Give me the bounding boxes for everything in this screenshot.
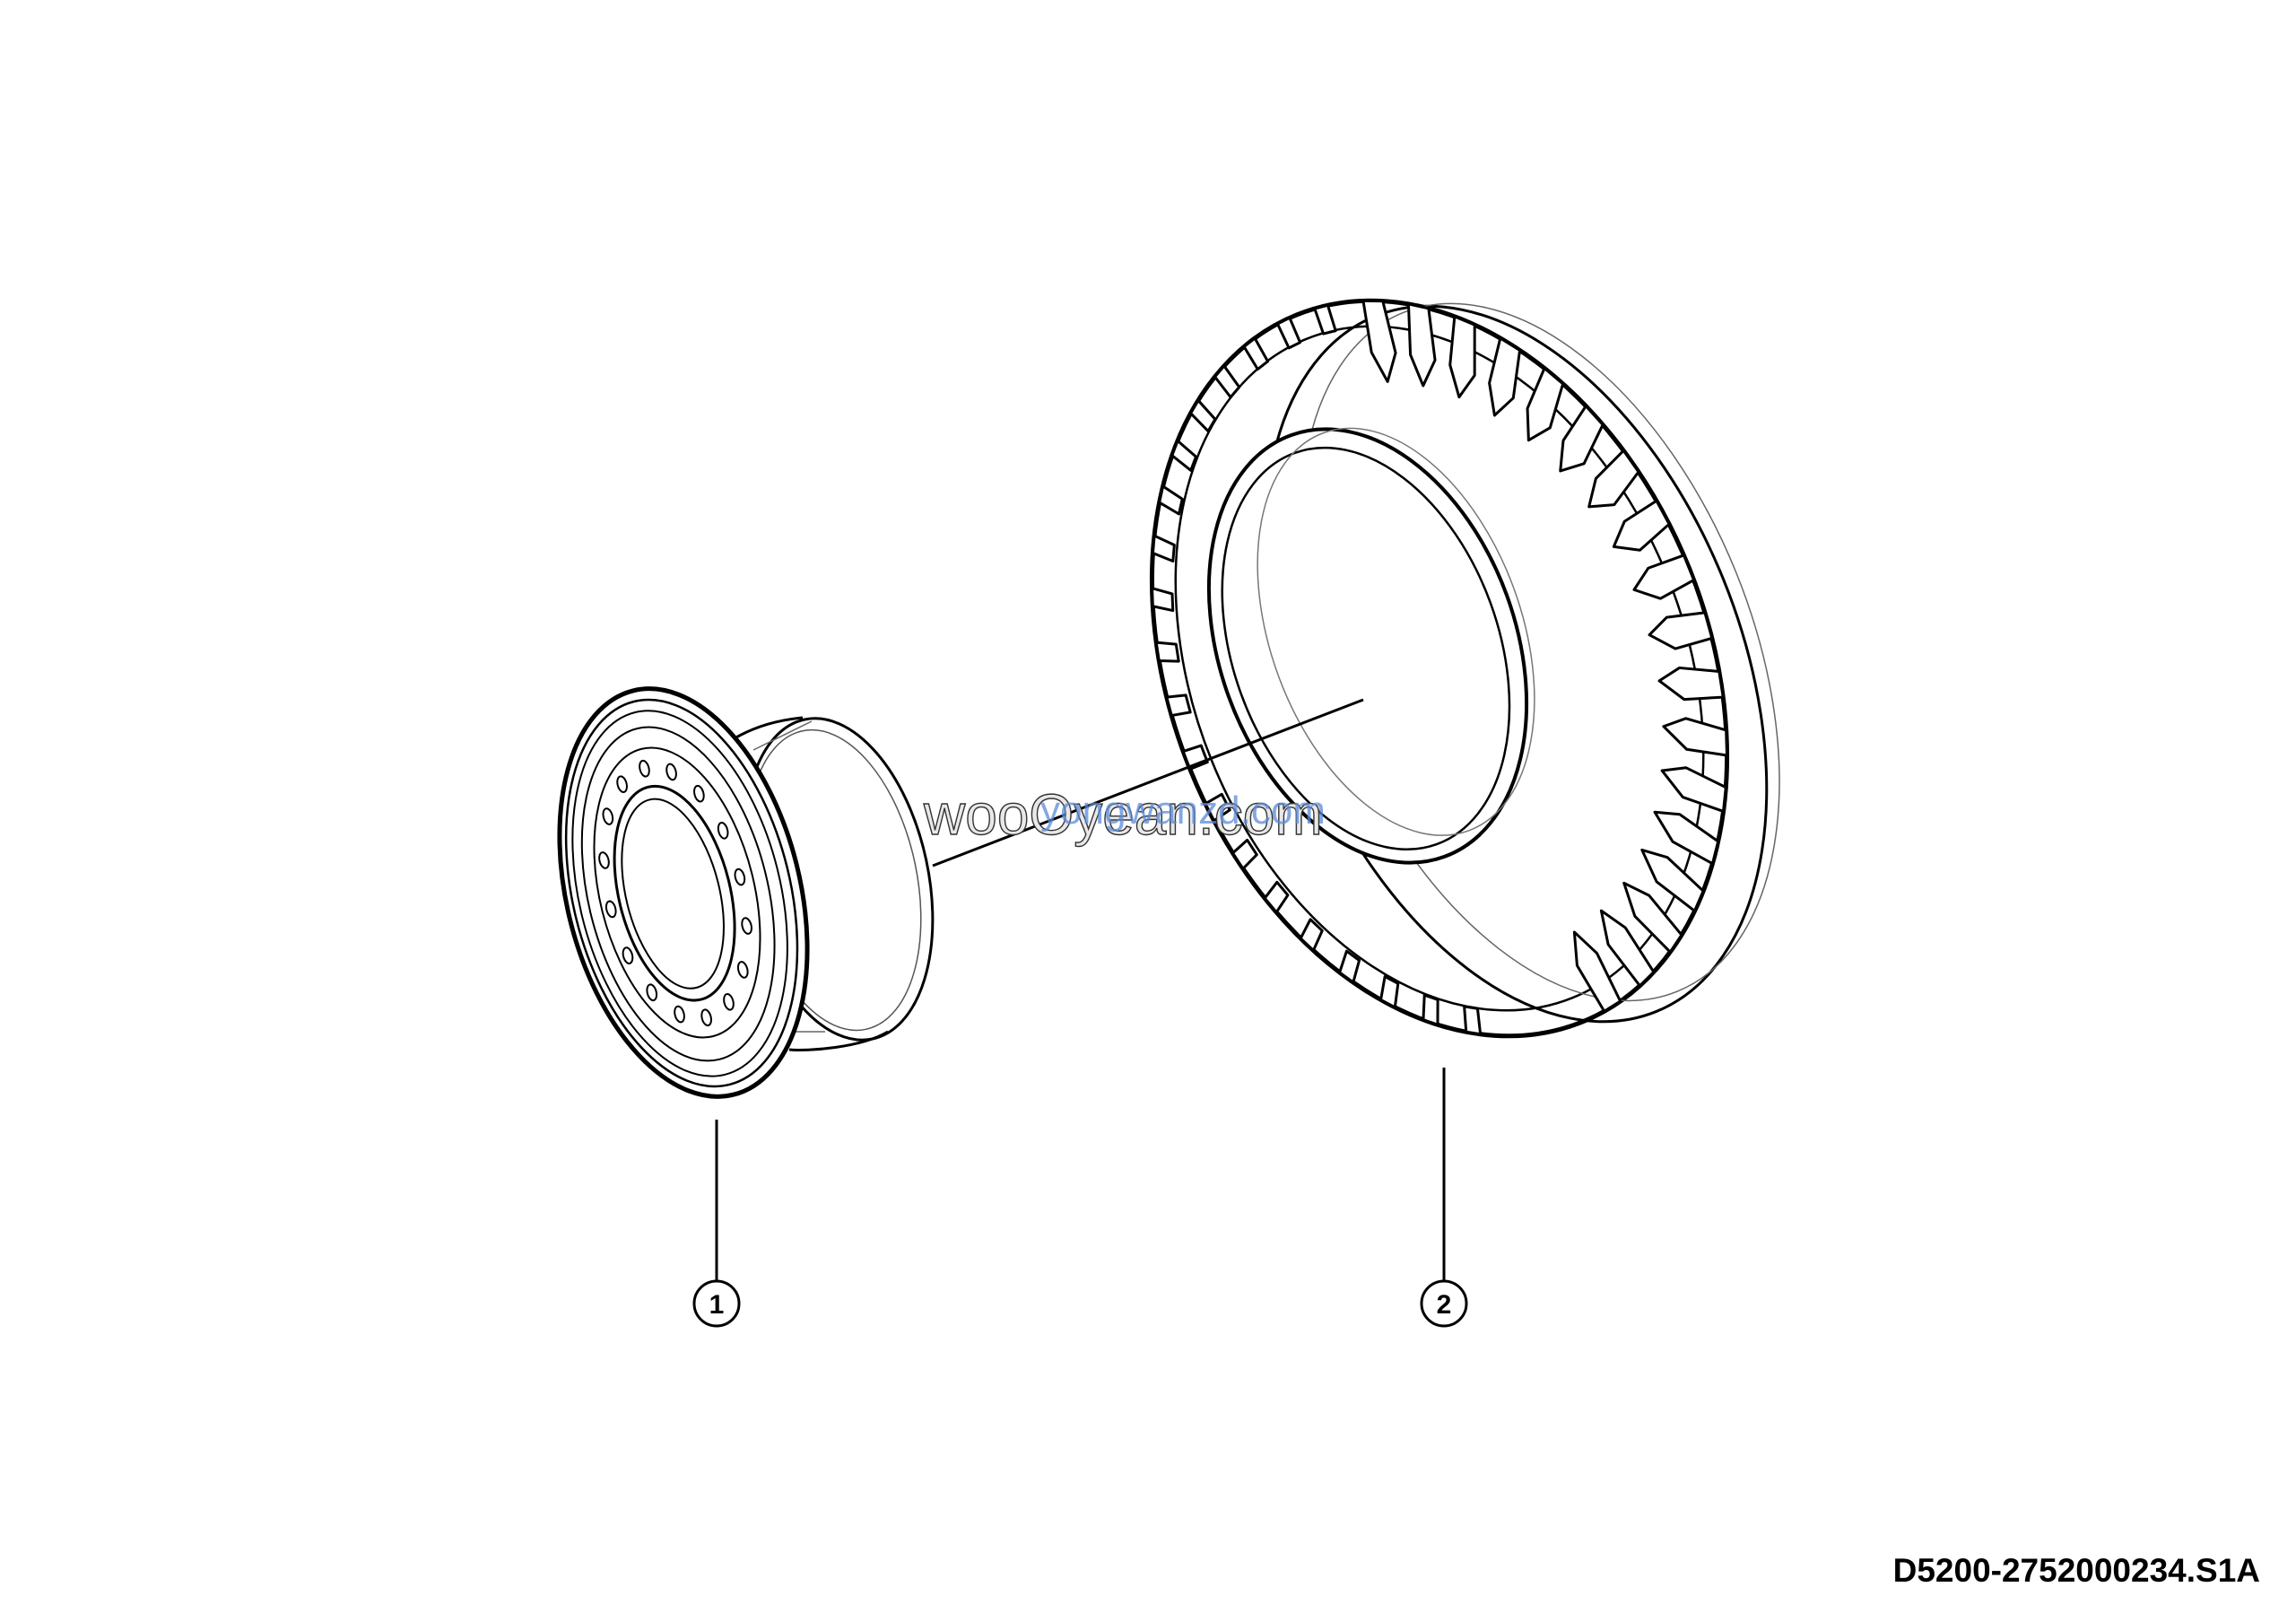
tread-lug xyxy=(1488,336,1522,417)
tread-lug xyxy=(1151,587,1175,613)
tread-lug xyxy=(1587,449,1640,509)
tire-drawing xyxy=(1150,298,1780,1039)
rim-drawing xyxy=(557,686,935,1099)
bolt-hole xyxy=(741,917,752,935)
tread-lug xyxy=(1448,315,1476,399)
bolt-hole xyxy=(734,868,746,886)
tread-lug xyxy=(1422,993,1439,1026)
tread-lug xyxy=(1165,693,1192,718)
callout-1-number: 1 xyxy=(709,1290,725,1320)
tread-lug xyxy=(1559,405,1605,473)
bolt-hole xyxy=(700,1008,712,1027)
drawing-code: D5200-2752000234.S1A xyxy=(1892,1552,2260,1589)
tread-lug xyxy=(1158,484,1184,516)
bolt-holes xyxy=(598,759,752,1027)
callout-2-number: 2 xyxy=(1437,1290,1452,1320)
tread-lug xyxy=(1189,398,1217,433)
tread-lug xyxy=(1338,949,1361,984)
bolt-hole xyxy=(604,900,617,919)
watermark-secondary: yongwanzd.com xyxy=(1040,789,1326,833)
bolt-hole xyxy=(736,961,749,979)
assembly-axis-line xyxy=(932,698,1364,868)
bolt-hole xyxy=(717,822,729,840)
tread-lug xyxy=(1640,848,1705,912)
tread-lug xyxy=(1406,302,1437,388)
watermark-primary: wooOyean.com xyxy=(923,782,1323,847)
tread-lug xyxy=(1653,810,1720,866)
bolt-hole xyxy=(723,993,735,1011)
bolt-hole xyxy=(674,1005,685,1024)
tread-lug xyxy=(1299,918,1324,952)
tread-lug xyxy=(1657,666,1725,702)
tread-lug xyxy=(1463,1005,1483,1036)
tread-lug xyxy=(1612,499,1671,552)
tread-lug xyxy=(1379,975,1400,1009)
tread-lug xyxy=(1275,316,1302,350)
tread-lug xyxy=(1361,299,1397,383)
tread-lug xyxy=(1526,367,1565,442)
tread-lug xyxy=(1632,554,1696,600)
callout-2: 2 xyxy=(1420,1279,1468,1328)
tread-lug xyxy=(1599,909,1656,988)
bolt-hole xyxy=(622,946,634,964)
callout-1: 1 xyxy=(692,1279,741,1328)
bolt-hole xyxy=(665,763,677,781)
tread-lug xyxy=(1151,534,1176,562)
tread-lug xyxy=(1648,611,1714,650)
tread-lug xyxy=(1622,881,1683,954)
tread-lugs-right xyxy=(1361,299,1728,1013)
tread-lug xyxy=(1204,792,1231,823)
tread-lug xyxy=(1213,364,1241,399)
bolt-hole xyxy=(693,784,705,803)
bolt-hole xyxy=(602,807,614,825)
tread-lug xyxy=(1231,838,1258,870)
bolt-hole xyxy=(598,851,610,869)
tread-lug xyxy=(1242,336,1270,371)
tread-lugs-left xyxy=(1151,303,1483,1036)
leader-lines xyxy=(715,698,1446,1281)
tread-lug xyxy=(1313,303,1337,336)
tread-lug xyxy=(1662,717,1728,757)
tread-lug xyxy=(1660,766,1727,813)
tread-lug xyxy=(1572,930,1622,1013)
tread-lug xyxy=(1263,880,1290,914)
tread-lug xyxy=(1170,439,1198,472)
bolt-hole xyxy=(639,759,650,778)
bolt-hole xyxy=(646,983,658,1002)
bolt-hole xyxy=(616,775,628,793)
tread-lug xyxy=(1154,641,1180,663)
